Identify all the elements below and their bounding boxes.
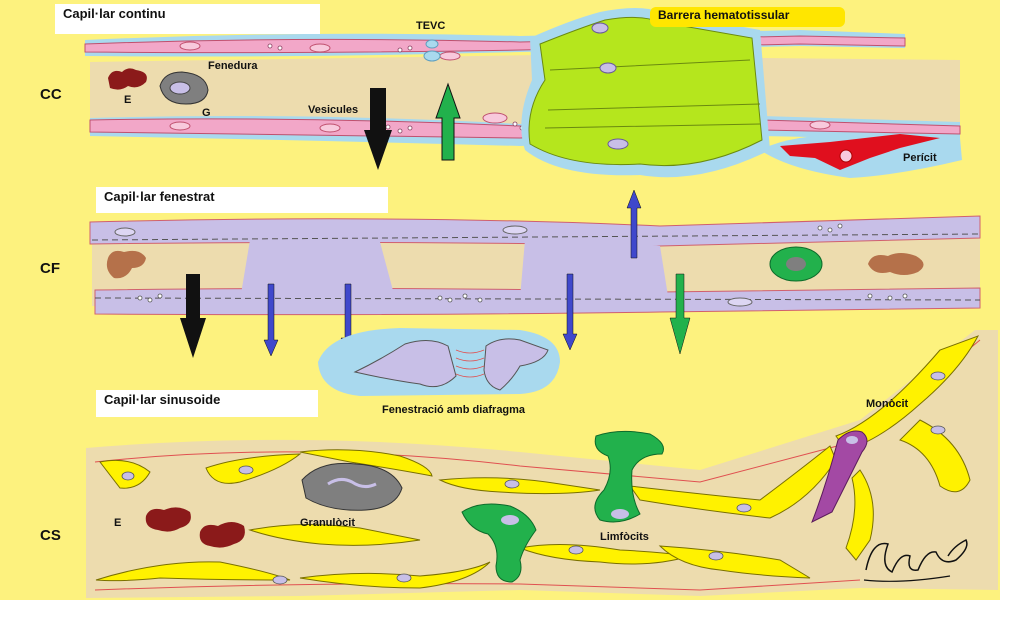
cs-erythrocyte (145, 507, 191, 532)
label-vesicles: Vesicules (308, 104, 359, 116)
cs-lymphocyte (594, 430, 664, 523)
sinusoid-capillary (86, 330, 998, 598)
cc-endothelial-nucleus (169, 121, 191, 131)
cs-endothelial-cells-bottom (95, 523, 811, 589)
cs-lymphocyte (461, 503, 537, 583)
cc-barrier-nucleus (599, 62, 617, 74)
diaphragm-left-cell (353, 340, 457, 388)
pericyte-nucleus (839, 149, 853, 163)
title-fenestrated: Capil·lar fenestrat (96, 187, 388, 213)
label-barrier: Barrera hematotissular (650, 7, 845, 27)
cc-endothelial-nucleus (319, 123, 341, 133)
diaphragm-right-cell (483, 338, 549, 391)
cc-endothelial-nucleus (179, 41, 201, 51)
cf-arrow-down-blue (562, 273, 578, 351)
continuous-capillary (84, 8, 962, 178)
cs-endothelial-nuclei (121, 371, 946, 585)
cc-erythrocyte (108, 68, 147, 90)
cs-lymphocyte-nucleus (501, 515, 519, 525)
cf-endothelial-nucleus (502, 225, 528, 235)
cc-endothelial-nucleus (482, 112, 508, 124)
label-tevc: TEVC (416, 20, 446, 32)
cf-arrow-down-black (180, 274, 206, 358)
diaphragm-fibers (455, 349, 485, 378)
cs-monocyte (811, 430, 868, 524)
cf-erythrocyte (868, 253, 924, 275)
label-erythrocyte-cs: E (114, 517, 122, 529)
cf-arrow-down-green (669, 273, 691, 355)
cs-granulocyte (301, 462, 403, 511)
cf-endothelial-nucleus (727, 297, 753, 307)
artist-signature-underline (863, 575, 951, 582)
label-monocyte: Monòcit (866, 398, 909, 410)
label-lymphocytes: Limfòcits (600, 531, 649, 543)
label-granulocyte-cs: Granulòcit (300, 517, 356, 529)
label-cleft: Fenedura (208, 60, 258, 72)
label-erythrocyte-cc: E (124, 94, 132, 106)
artist-signature (865, 538, 968, 574)
cc-granulocyte-nucleus (169, 81, 191, 95)
title-continuous: Capil·lar continu (55, 4, 320, 34)
cc-barrier-block (528, 16, 763, 167)
cs-endothelial-cells-top (99, 335, 980, 561)
cc-tevc-junction (423, 39, 441, 62)
cf-fenestration (240, 238, 395, 300)
title-sinusoid: Capil·lar sinusoide (96, 390, 318, 417)
cf-erythrocyte (106, 250, 146, 279)
row-label-cs: CS (40, 527, 61, 544)
cs-bottom-basal-line (94, 579, 861, 591)
cc-arrow-down-black (364, 88, 392, 170)
cs-granulocyte-nucleus (327, 477, 377, 489)
label-granulocyte-cc: G (202, 107, 211, 119)
cf-arrow-down-blue (263, 283, 279, 357)
cf-diaphragm-lines (91, 233, 981, 301)
label-pericyte: Perícit (903, 152, 937, 164)
cs-monocyte-nucleus (846, 436, 858, 444)
cf-endothelial-nucleus (114, 227, 136, 237)
fenestrated-capillary (89, 189, 981, 396)
cc-barrier-lines (544, 59, 761, 129)
cs-lymphocyte-nucleus (611, 509, 629, 519)
cf-lymphocyte-nucleus (786, 257, 806, 271)
cc-barrier-nucleus (591, 22, 609, 34)
pericyte-cell (780, 134, 940, 170)
cs-erythrocyte (199, 522, 245, 548)
cc-endothelial-nucleus (309, 43, 331, 53)
cc-arrow-up-green (435, 82, 461, 161)
cc-endothelial-nucleus (809, 120, 831, 130)
cf-fenestration (520, 238, 668, 298)
cf-vesicles (137, 223, 908, 303)
row-label-cf: CF (40, 260, 60, 277)
row-label-cc: CC (40, 86, 62, 103)
label-fenestration: Fenestració amb diafragma (382, 404, 526, 416)
cf-arrow-up-blue (626, 189, 642, 259)
cc-endothelial-nucleus (439, 51, 461, 61)
cc-barrier-nucleus (607, 138, 629, 150)
